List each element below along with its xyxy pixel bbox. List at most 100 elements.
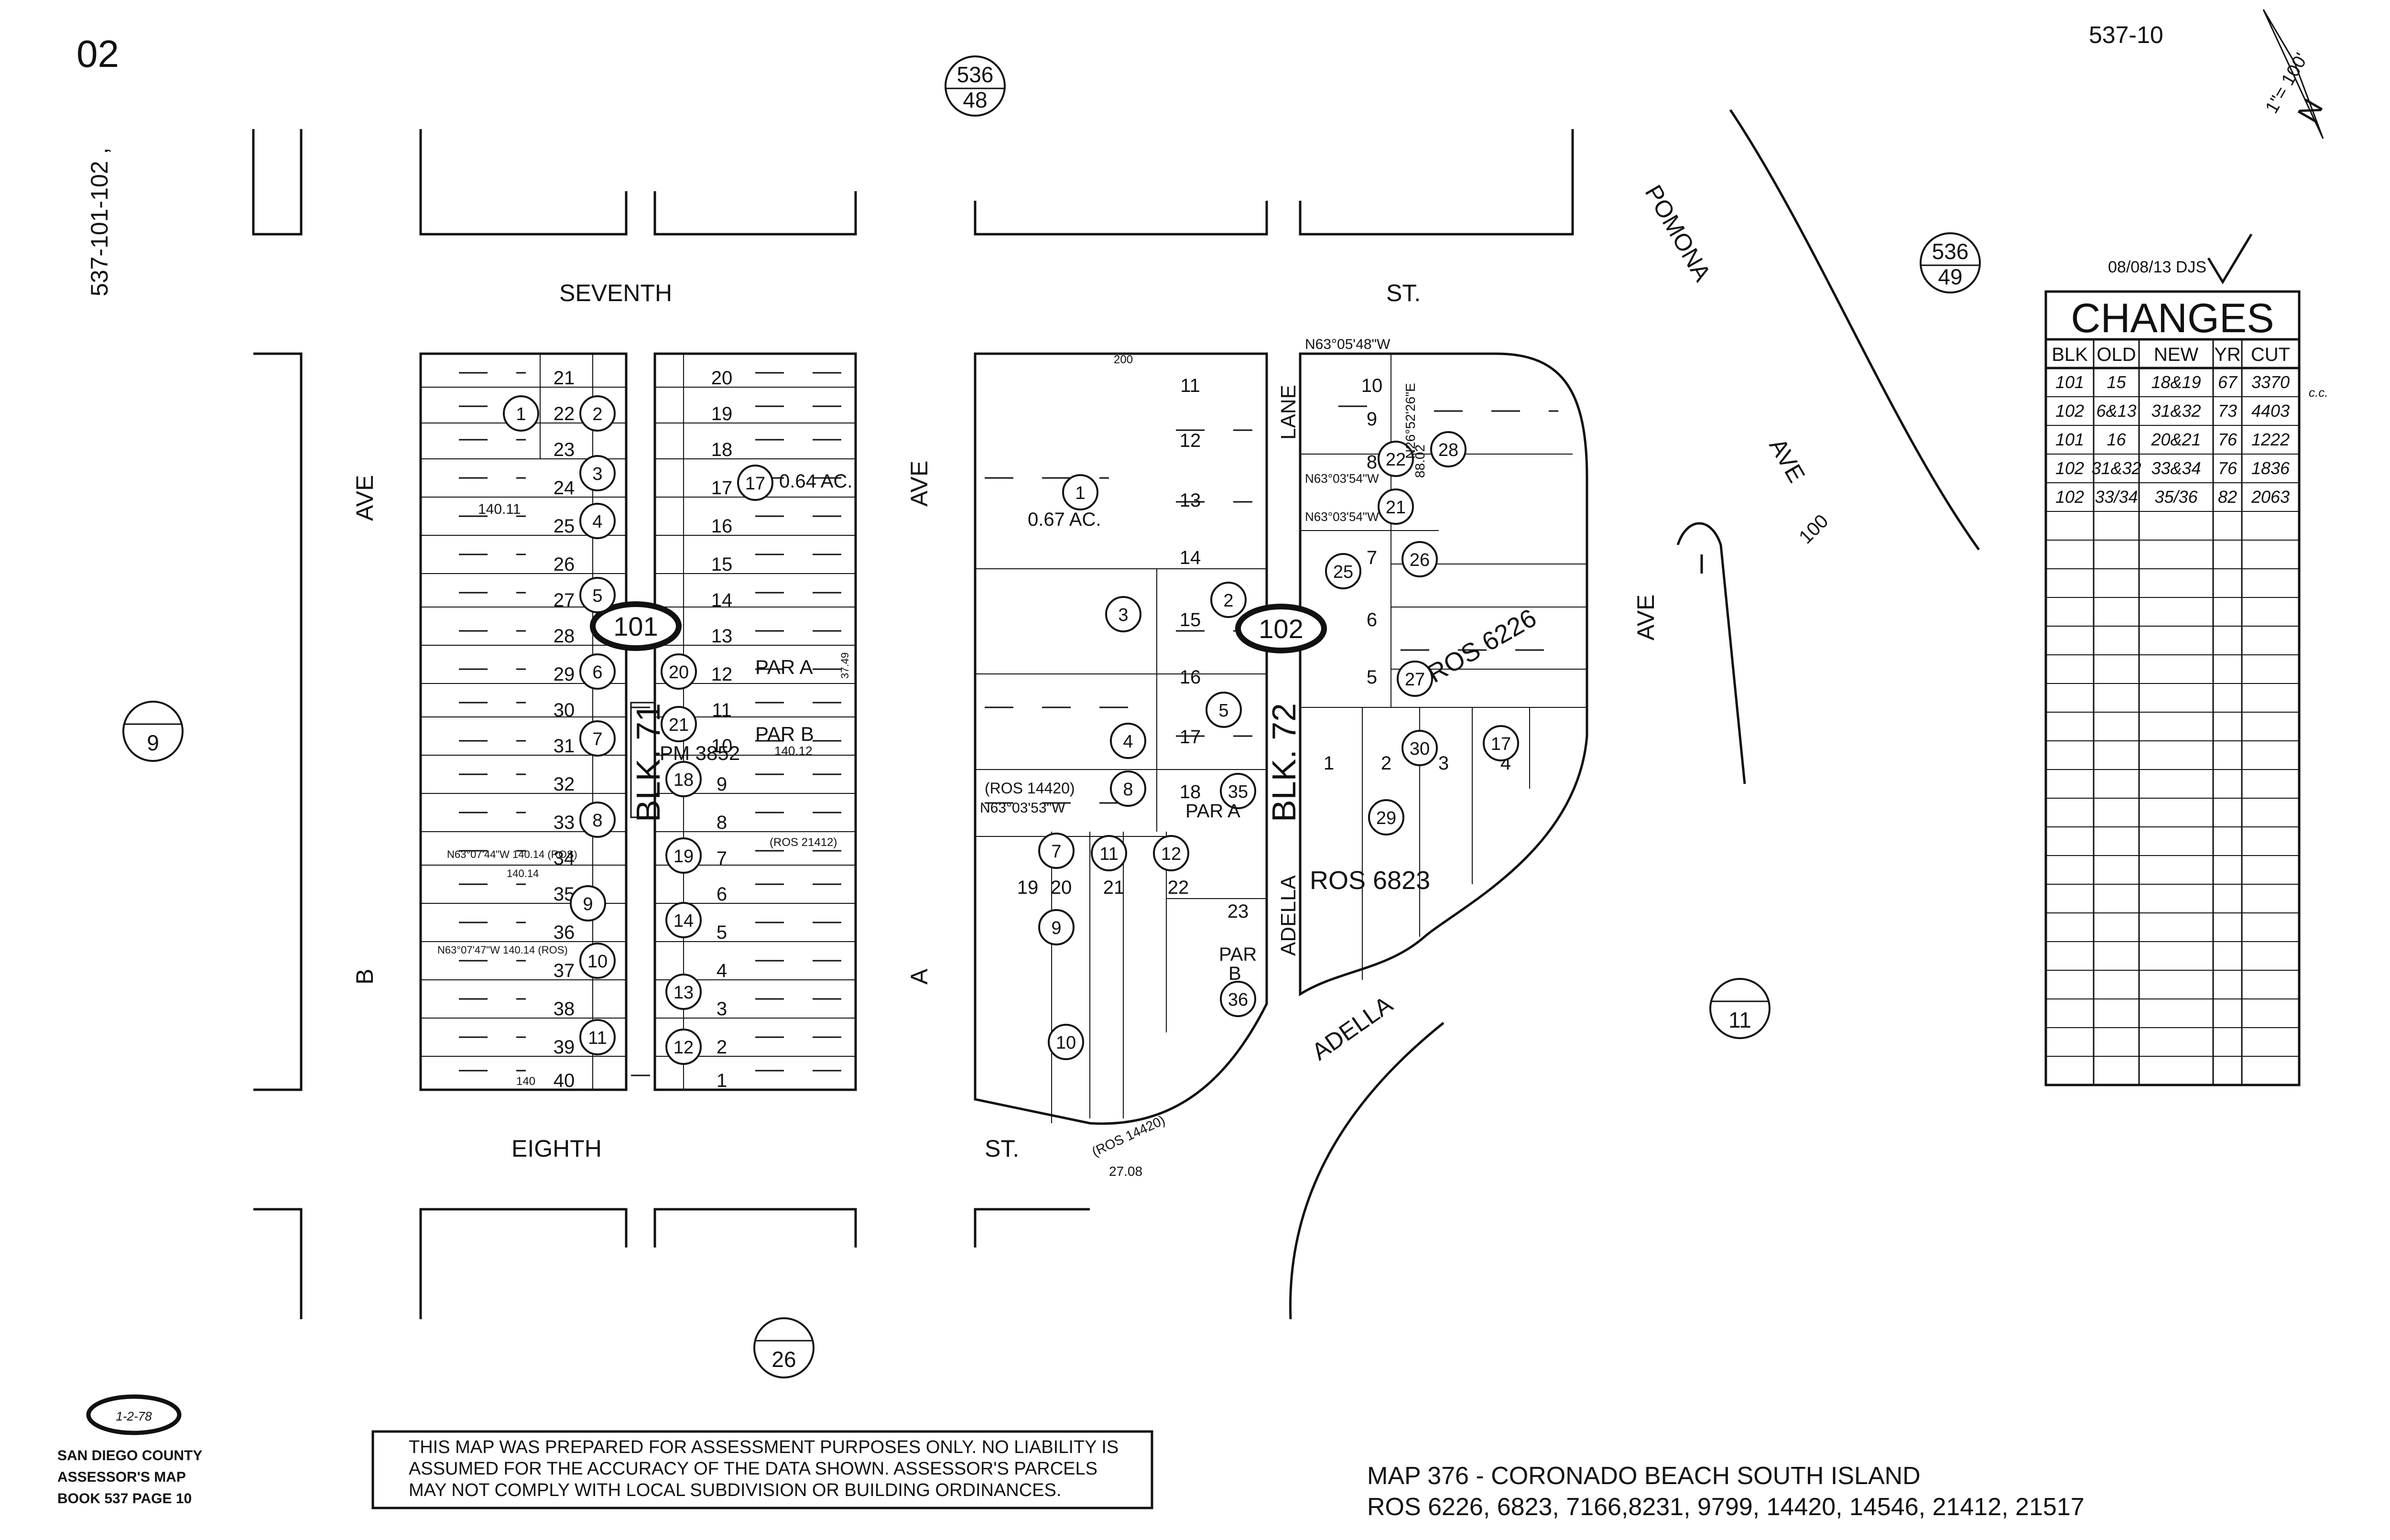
- parcel-circle[interactable]: 22: [1378, 441, 1414, 477]
- dim-88-02: 88.02: [1412, 445, 1427, 478]
- parcel-circle[interactable]: 11: [579, 1019, 616, 1055]
- parcel-circle[interactable]: 11: [1091, 835, 1127, 871]
- parcel-circle[interactable]: 28: [1430, 431, 1467, 467]
- parcel-circle[interactable]: 9: [570, 885, 606, 922]
- svg-text:12: 12: [1161, 844, 1181, 864]
- parcel-circle[interactable]: 4: [579, 503, 616, 539]
- parcel-circle[interactable]: 12: [1153, 835, 1189, 871]
- parcel-circle[interactable]: 10: [1048, 1024, 1084, 1060]
- ros-6823: ROS 6823: [1310, 866, 1430, 895]
- svg-text:5: 5: [1218, 701, 1228, 721]
- parcel-circle[interactable]: 27: [1397, 661, 1433, 697]
- parcel-circle[interactable]: 5: [1206, 692, 1242, 728]
- page-ref-top-center[interactable]: 536 48: [945, 55, 1006, 117]
- page-102-marker[interactable]: 102: [1235, 604, 1327, 653]
- table-cell: 2063: [2251, 487, 2290, 507]
- parcel-circle[interactable]: 8: [579, 802, 616, 838]
- parcel-circle[interactable]: 25: [1325, 553, 1361, 589]
- svg-text:14: 14: [674, 911, 694, 931]
- parcel-circle[interactable]: 19: [665, 837, 702, 874]
- parcel-circle[interactable]: 13: [665, 974, 702, 1010]
- changes-title: CHANGES: [2071, 295, 2274, 341]
- street-outlines: [252, 109, 1980, 1320]
- parcel-circle[interactable]: 9: [1038, 909, 1075, 945]
- lot-number: 20: [711, 368, 733, 389]
- table-cell: 76: [2218, 430, 2238, 449]
- parcel-circle[interactable]: 30: [1401, 730, 1438, 766]
- dim-27-08: 27.08: [1109, 1164, 1142, 1179]
- table-cell: 102: [2055, 487, 2084, 507]
- parcel-circle[interactable]: 29: [1368, 799, 1404, 835]
- page-ref-bottom[interactable]: 26: [753, 1317, 815, 1378]
- parcel-circle[interactable]: 6: [579, 653, 616, 690]
- dim-140-11: 140.11: [478, 501, 521, 517]
- table-cell: 20&21: [2151, 430, 2201, 449]
- parcel-circle[interactable]: 35: [1220, 773, 1256, 809]
- lot-number: 2: [717, 1037, 727, 1058]
- parcel-circle[interactable]: 20: [661, 653, 697, 690]
- parcel-circle[interactable]: 2: [579, 395, 616, 432]
- adella-ave-label: ADELLA: [1307, 991, 1398, 1065]
- parcel-circle[interactable]: 4: [1110, 723, 1146, 759]
- parcel-circle[interactable]: 7: [1038, 833, 1075, 869]
- ros-14420: (ROS 14420): [985, 780, 1075, 797]
- dim-140: 140: [516, 1075, 535, 1088]
- review-stamp: 08/08/13 DJS: [2108, 258, 2206, 276]
- ros-21412: (ROS 21412): [770, 836, 837, 849]
- parcel-circle[interactable]: 8: [1110, 770, 1146, 807]
- parcel-circle[interactable]: 26: [1401, 541, 1438, 577]
- page-ref-left[interactable]: 9: [122, 701, 184, 762]
- parcel-circle[interactable]: 10: [579, 943, 616, 979]
- page-ref-top-right[interactable]: 536 49: [1920, 232, 1981, 293]
- parcel-circle[interactable]: 1: [1062, 474, 1098, 510]
- parcel-circle[interactable]: 2: [1210, 582, 1247, 618]
- parcel-circle[interactable]: 1: [503, 395, 539, 432]
- lot-number: 19: [1017, 877, 1039, 898]
- parcel-circle[interactable]: 12: [665, 1029, 702, 1065]
- dim-200: 200: [1114, 353, 1133, 366]
- lot-number: 27: [554, 590, 575, 611]
- page-101-marker[interactable]: 101: [590, 601, 682, 651]
- lot-number: 18: [711, 439, 733, 460]
- dim-140-12: 140.12: [774, 744, 813, 758]
- parcel-circle[interactable]: 21: [661, 706, 697, 742]
- lot-number: 37: [554, 960, 575, 981]
- svg-text:536: 536: [1932, 239, 1969, 264]
- lot-number: 9: [1367, 409, 1377, 430]
- svg-text:3: 3: [592, 464, 602, 484]
- parcel-circle[interactable]: 17: [1483, 725, 1519, 761]
- seventh-street-label: SEVENTH: [559, 280, 672, 306]
- parcel-circle[interactable]: 3: [1105, 596, 1141, 632]
- svg-text:SAN DIEGO COUNTY: SAN DIEGO COUNTY: [57, 1448, 202, 1464]
- lot-number: 10: [711, 736, 733, 757]
- lot-number: 25: [554, 516, 575, 537]
- parcel-circle[interactable]: 5: [579, 577, 616, 613]
- parcel-circle[interactable]: 18: [665, 761, 702, 797]
- bearing-3: N63°03'54"W: [1305, 510, 1379, 524]
- svg-text:1: 1: [516, 404, 526, 424]
- svg-text:102: 102: [1259, 614, 1303, 644]
- lot-number: 11: [712, 700, 732, 721]
- parcel-circle[interactable]: 14: [665, 902, 702, 938]
- parcel-circle[interactable]: 21: [1378, 488, 1414, 525]
- parcel-circle[interactable]: 17: [737, 465, 773, 501]
- svg-text:1: 1: [1075, 483, 1085, 503]
- lot-number: 9: [717, 774, 727, 795]
- acres-b72: 0.67 AC.: [1028, 509, 1101, 530]
- east-ave-label: AVE: [1632, 595, 1659, 640]
- eighth-st-label: ST.: [985, 1135, 1019, 1162]
- page-ref-right[interactable]: 11: [1709, 978, 1771, 1039]
- table-cell: 101: [2055, 372, 2084, 392]
- parcel-circle[interactable]: 3: [579, 455, 616, 491]
- lot-number: 20: [1051, 877, 1072, 898]
- parcel-circle[interactable]: 7: [579, 720, 616, 757]
- lot-number: 14: [1180, 547, 1201, 568]
- bearing-4: N63°03'53"W: [980, 800, 1065, 816]
- svg-text:11: 11: [588, 1028, 607, 1048]
- svg-text:26: 26: [771, 1347, 796, 1372]
- parcel-circle[interactable]: 36: [1220, 981, 1256, 1017]
- lot-number: 33: [554, 812, 575, 833]
- table-cell: 3370: [2251, 372, 2290, 392]
- svg-text:49: 49: [1938, 264, 1962, 289]
